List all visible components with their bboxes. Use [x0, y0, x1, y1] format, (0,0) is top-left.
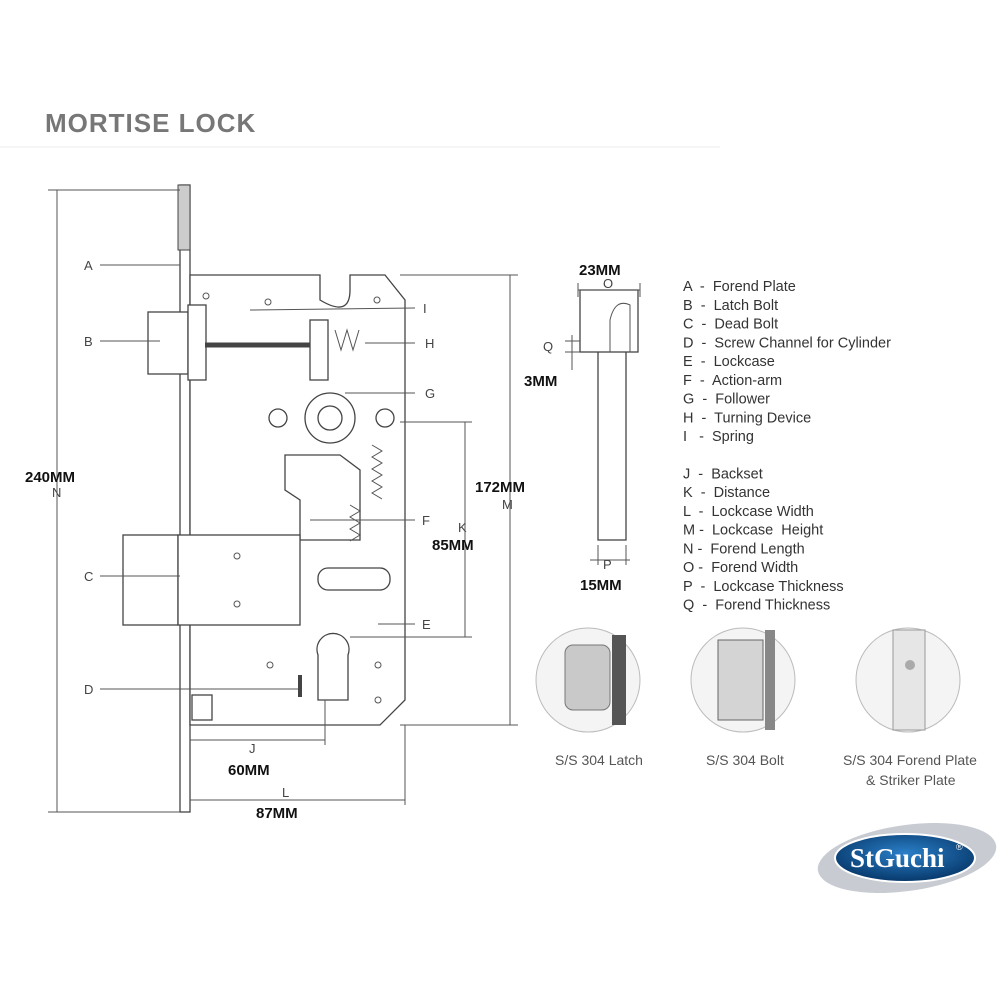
- legend-item: F - Action-arm: [683, 373, 782, 389]
- dead-bolt: [122, 534, 179, 626]
- action-arm: [284, 454, 361, 541]
- legend-item: G - Follower: [683, 392, 770, 408]
- lock-side-view: [565, 283, 641, 565]
- label-a: A: [84, 258, 93, 273]
- stguchi-logo: StGuchi ®: [817, 823, 997, 893]
- label-j: J: [249, 741, 256, 756]
- cylinder-hole: [316, 632, 350, 701]
- label-m: M: [502, 497, 513, 512]
- dim-o-value: 23MM: [579, 262, 621, 279]
- photo-forend: S/S 304 Forend Plate & Striker Plate: [843, 627, 977, 788]
- forend-plate: [179, 184, 191, 813]
- legend-item: M - Lockcase Height: [683, 523, 823, 539]
- label-o: O: [603, 276, 613, 291]
- legend-item: C - Dead Bolt: [683, 317, 778, 333]
- label-k: K: [458, 520, 467, 535]
- label-f: F: [422, 513, 430, 528]
- label-g: G: [425, 386, 435, 401]
- svg-text:®: ®: [956, 842, 963, 852]
- dim-p-value: 15MM: [580, 577, 622, 594]
- photo-caption-bolt: S/S 304 Bolt: [706, 752, 784, 768]
- photo-latch: S/S 304 Latch: [535, 627, 643, 768]
- label-l: L: [282, 785, 289, 800]
- legend-item: D - Screw Channel for Cylinder: [683, 335, 891, 351]
- label-p: P: [603, 557, 612, 572]
- dim-n-value: 240MM: [25, 469, 75, 486]
- leader-lines: [100, 264, 416, 690]
- legend-item: O - Forend Width: [683, 560, 798, 576]
- dim-k-value: 85MM: [432, 537, 474, 554]
- dimension-lines: [48, 189, 518, 813]
- label-h: H: [425, 336, 434, 351]
- legend-item: K - Distance: [683, 485, 770, 501]
- legend-item: N - Forend Length: [683, 541, 805, 557]
- photo-caption-latch: S/S 304 Latch: [555, 752, 643, 768]
- legend-item: P - Lockcase Thickness: [683, 579, 844, 595]
- legend-item: A - Forend Plate: [683, 279, 796, 295]
- legend-item: I - Spring: [683, 429, 754, 445]
- label-b: B: [84, 334, 93, 349]
- legend-item: H - Turning Device: [683, 410, 811, 426]
- label-e: E: [422, 617, 431, 632]
- legend-item: E - Lockcase: [683, 354, 775, 370]
- latch-bolt: [147, 311, 189, 375]
- legend-item: Q - Forend Thickness: [683, 598, 830, 614]
- legend-item: L - Lockcase Width: [683, 504, 814, 520]
- label-i: I: [423, 301, 427, 316]
- dim-m-value: 172MM: [475, 479, 525, 496]
- dim-j-value: 60MM: [228, 762, 270, 779]
- legend-item: J - Backset: [683, 466, 763, 482]
- page-title: MORTISE LOCK: [45, 108, 256, 138]
- svg-text:StGuchi: StGuchi: [850, 843, 945, 873]
- photo-caption-forend: S/S 304 Forend Plate: [843, 752, 977, 768]
- screw-channel: [298, 675, 302, 697]
- photo-bolt: S/S 304 Bolt: [690, 627, 796, 768]
- dim-q-value: 3MM: [524, 373, 557, 390]
- photo-caption-forend-2: & Striker Plate: [866, 772, 956, 788]
- lock-front-view: [122, 184, 406, 813]
- dim-l-value: 87MM: [256, 805, 298, 822]
- legend-item: B - Latch Bolt: [683, 298, 778, 314]
- label-c: C: [84, 569, 93, 584]
- label-q: Q: [543, 339, 553, 354]
- label-d: D: [84, 682, 93, 697]
- legend: A - Forend Plate B - Latch Bolt C - Dead B…: [683, 279, 891, 614]
